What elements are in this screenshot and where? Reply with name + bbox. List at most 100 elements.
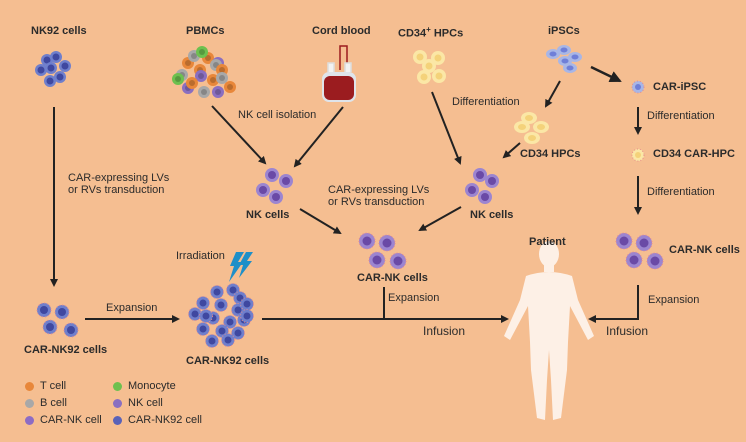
irradiation-label: Irradiation [176,250,225,262]
cell-nucleus [537,124,545,130]
cell-nucleus [67,326,75,334]
cell-nucleus [372,255,382,265]
cell-body [186,77,198,89]
transduction-label-left-2: or RVs transduction [68,184,165,196]
ipsc-cluster-icon [546,45,582,73]
nk-cells-cluster-icon [256,168,293,204]
cell-nucleus [47,64,55,72]
cell-nucleus [243,300,251,308]
legend-item-b-cell: B cell [25,397,67,409]
arrow-ipsc-to-car-ipsc [590,65,622,83]
cell-nucleus [205,55,211,61]
patient-label: Patient [529,236,566,248]
nk-isolation-label: NK cell isolation [238,109,317,121]
transduction-label-mid-1: CAR-expressing LVs [328,184,430,196]
cell-nucleus [282,177,290,185]
car-nk92-cells-label-expanded: CAR-NK92 cells [186,355,270,367]
cell-nucleus [215,89,221,95]
legend-item-car-nk-cell: CAR-NK cell [25,414,102,426]
arrow-nk-to-car-nk [299,208,342,235]
cell-nucleus [191,53,197,59]
car-ipsc-icon [631,80,645,94]
cd34-car-hpc-icon [631,148,645,162]
cell-nucleus [619,236,629,246]
arrow-cd34hpc-to-nk [502,142,521,159]
cell-body [207,74,219,86]
car-nk92-cells-cluster-icon [36,302,79,338]
arrow-ipsc-to-cd34hpc [545,80,561,108]
cell-nucleus [571,54,579,60]
cd34-hpc-source-label: CD34+ HPCs [398,25,464,40]
cell-nucleus [191,310,199,318]
nk-cells-cluster-icon [465,168,499,204]
nk-cells-label-pbmc: NK cells [246,209,290,221]
cell-nucleus [259,186,267,194]
monocyte-icon [113,381,122,391]
cell-nucleus [217,301,225,309]
arrows [50,65,642,323]
infusion-label-right: Infusion [606,324,649,338]
cd34-hpcs-label: CD34 HPCs [520,148,581,160]
cell-nucleus [61,62,69,70]
arrow-cordblood-to-nk [293,106,344,168]
transduction-label-left-1: CAR-expressing LVs [68,172,170,184]
car-nk-cells-label-right: CAR-NK cells [669,244,740,256]
expansion-label-right: Expansion [648,294,700,306]
ipsc-source-label: iPSCs [548,25,580,37]
differentiation-label-2: Differentiation [647,110,715,122]
cell-nucleus [268,171,276,179]
cell-nucleus [243,312,251,320]
cell-body [195,70,207,82]
car-nk-cells-cluster-icon [358,232,407,270]
cell-nucleus [476,171,484,179]
infusion-label-mid: Infusion [423,324,466,338]
cell-body [224,81,236,93]
cell-nucleus [416,53,424,61]
car-nk92-expanded-cluster-icon [188,283,254,348]
cell-nucleus [175,76,181,82]
cell-nucleus [210,77,216,83]
cord-blood-bag-icon [322,45,356,102]
cell-nucleus [434,54,442,62]
differentiation-label-3: Differentiation [647,186,715,198]
arrow-pbmc-to-nk [211,105,267,165]
cd34-hpc-cluster-icon [413,50,446,84]
cell-nucleus [189,80,195,86]
cell-nucleus [549,51,557,57]
expansion-label-left: Expansion [106,302,158,314]
cell-nucleus [52,53,60,61]
legend-item-nk-cell: NK cell [113,397,163,409]
cell-nucleus [199,49,205,55]
cell-body [216,72,228,84]
cell-nucleus [202,312,210,320]
cell-nucleus [58,308,66,316]
cell-nucleus [224,336,232,344]
transduction-label-mid-2: or RVs transduction [328,196,425,208]
cell-nucleus [37,66,45,74]
cell-nucleus [468,186,476,194]
cell-nucleus [561,58,569,64]
cell-nucleus [566,65,574,71]
cell-nucleus [56,73,64,81]
cell-nucleus [488,177,496,185]
cell-nucleus [43,56,51,64]
lightning-icon [229,252,253,282]
differentiation-label-1: Differentiation [452,96,520,108]
cell-nucleus [639,238,649,248]
cell-nucleus [362,236,372,246]
cell-nucleus [219,75,225,81]
cell-nucleus [234,306,242,314]
cell-nucleus [560,47,568,53]
car-nk-cells-cluster-icon [615,232,664,270]
cell-body [198,86,210,98]
cell-nucleus [46,77,54,85]
nk92-cell-cluster-icon [35,51,71,87]
cell-nucleus [393,256,403,266]
pbmc-cell-cluster-icon [172,46,236,98]
t-cell-icon [25,381,34,391]
cell-nucleus [272,193,280,201]
cell-nucleus [227,84,233,90]
cell-nucleus [528,135,536,141]
nk-cells-label-hpc: NK cells [470,209,514,221]
cell-nucleus [629,255,639,265]
